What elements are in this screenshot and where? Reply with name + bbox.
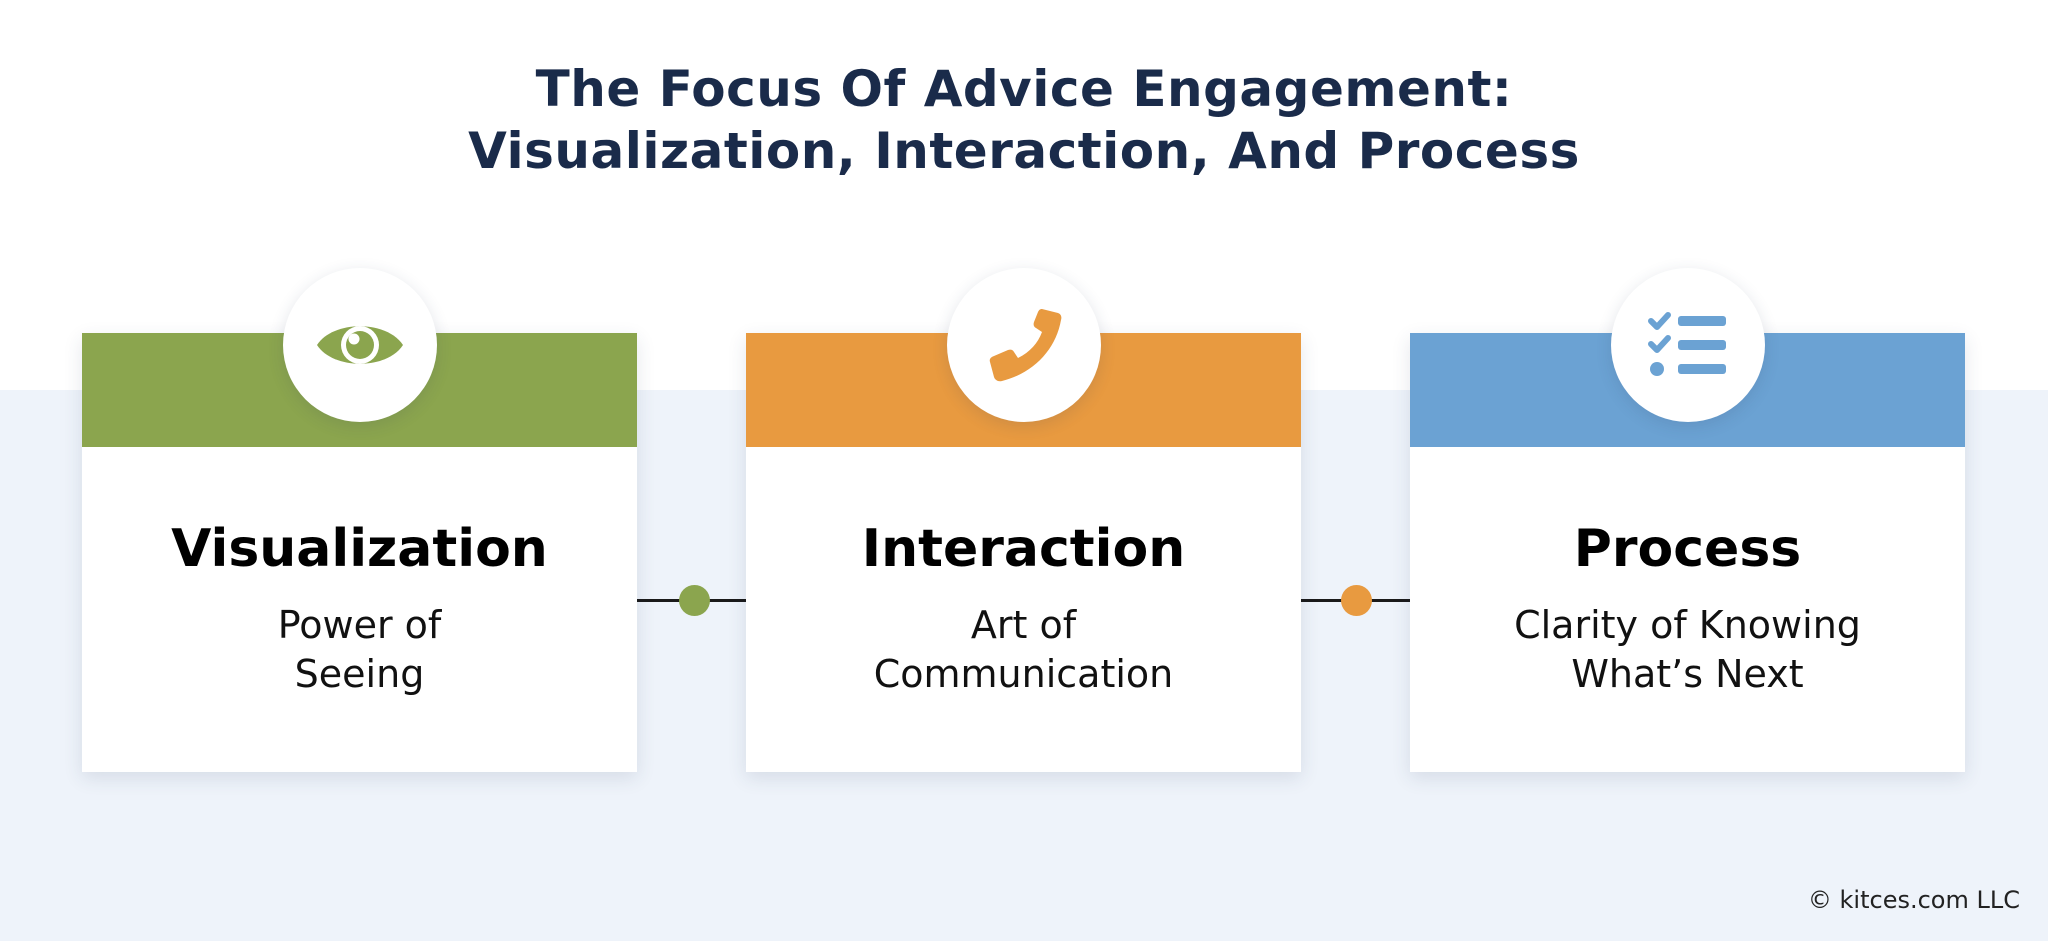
icon-circle-visualization [283, 268, 437, 422]
card-heading: Visualization [171, 519, 548, 579]
card-subtitle-line-2: What’s Next [1571, 652, 1804, 696]
title-line-2: Visualization, Interaction, And Process [468, 122, 1580, 180]
page-title: The Focus Of Advice Engagement: Visualiz… [0, 58, 2048, 182]
card-subtitle: Clarity of Knowing What’s Next [1410, 601, 1965, 699]
card-subtitle: Power of Seeing [82, 601, 637, 699]
card-subtitle-line-1: Art of [970, 603, 1077, 647]
card-heading: Process [1573, 519, 1802, 579]
card-subtitle-line-2: Seeing [294, 652, 425, 696]
title-line-1: The Focus Of Advice Engagement: [535, 60, 1513, 118]
card-subtitle-line-1: Clarity of Knowing [1514, 603, 1861, 647]
connector-dot-2 [1341, 585, 1372, 616]
copyright-text: © kitces.com LLC [1807, 886, 2020, 914]
card-visualization: Visualization Power of Seeing [82, 333, 637, 772]
card-heading: Interaction [861, 519, 1186, 579]
card-subtitle-line-1: Power of [277, 603, 442, 647]
checklist-icon [1648, 312, 1726, 376]
card-subtitle-line-2: Communication [873, 652, 1174, 696]
icon-circle-process [1611, 268, 1765, 422]
icon-circle-interaction [947, 268, 1101, 422]
card-subtitle: Art of Communication [746, 601, 1301, 699]
phone-icon [989, 309, 1062, 382]
eye-icon [317, 326, 403, 364]
connector-dot-1 [679, 585, 710, 616]
